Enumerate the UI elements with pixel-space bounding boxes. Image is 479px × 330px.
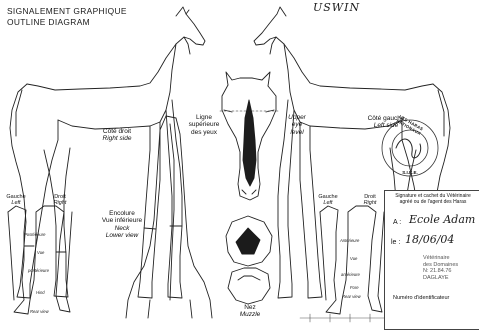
signature-heading-2: agréé ou de l'agent des Haras xyxy=(387,199,479,205)
stamp-bottom-text: S.I.R.E. xyxy=(398,170,422,175)
hind-label: Hind xyxy=(36,290,45,295)
hind-left-label: Left xyxy=(2,200,30,206)
neck-label-en-1: Neck xyxy=(92,225,152,232)
fore-anterieure-label: Antérieure xyxy=(340,238,359,243)
signature-box: Signature et cachet du Vétérinaire agréé… xyxy=(384,190,479,330)
hind-posterieure-label: Postérieure xyxy=(24,232,45,237)
fore-right-label: Right xyxy=(356,200,384,206)
muzzle-marking xyxy=(236,228,260,254)
hind-rear-view-label: Rear view xyxy=(30,309,49,314)
hind-posterieure2-label: postérieure xyxy=(28,268,49,273)
eye-line-label-fr-1: Ligne xyxy=(180,114,228,121)
vet-stamp-line-1: Vétérinaire xyxy=(423,255,458,262)
vet-stamp-line-2: des Domaines xyxy=(423,262,458,269)
eye-line-label-fr-3: des yeux xyxy=(180,129,228,136)
neck-label-fr-2: Vue inférieure xyxy=(92,217,152,224)
fore-left-label: Left xyxy=(314,200,342,206)
hind-vue-label: Vue xyxy=(37,250,44,255)
a-label: A : xyxy=(393,219,401,226)
fore-anterieure2-label: antérieure xyxy=(341,272,360,277)
right-side-label-en: Right side xyxy=(82,135,152,142)
right-side-label-fr: Côté droit xyxy=(82,128,152,135)
le-value-handwritten: 18/06/04 xyxy=(405,233,454,246)
vet-stamp-line-4: DAGLAYE xyxy=(423,275,458,282)
vet-stamp-line-3: N: 21.84.76 xyxy=(423,268,458,275)
eye-line-label-fr-2: supérieure xyxy=(180,121,228,128)
muzzle-label-fr: Nez xyxy=(230,304,270,311)
fore-label: Fore xyxy=(350,285,359,290)
neck-label-en-2: Lower view xyxy=(92,232,152,239)
a-value-handwritten: Ecole Adam xyxy=(409,213,475,226)
le-label: le : xyxy=(391,239,400,246)
hind-right-label: Right xyxy=(46,200,74,206)
signature-scribble xyxy=(396,139,421,158)
fore-rear-view-label: Rear view xyxy=(342,294,361,299)
eye-line-label-en-1: Upper xyxy=(280,114,314,121)
identifier-number-label: Numéro d'identificateur xyxy=(393,295,449,301)
fore-vue-label: Vue xyxy=(350,256,357,261)
blaze-marking xyxy=(243,100,256,186)
neck-label-fr-1: Encolure xyxy=(92,210,152,217)
eye-line-label-en-2: eye xyxy=(280,121,314,128)
muzzle-label-en: Muzzle xyxy=(230,311,270,318)
eye-line-label-en-3: level xyxy=(280,129,314,136)
